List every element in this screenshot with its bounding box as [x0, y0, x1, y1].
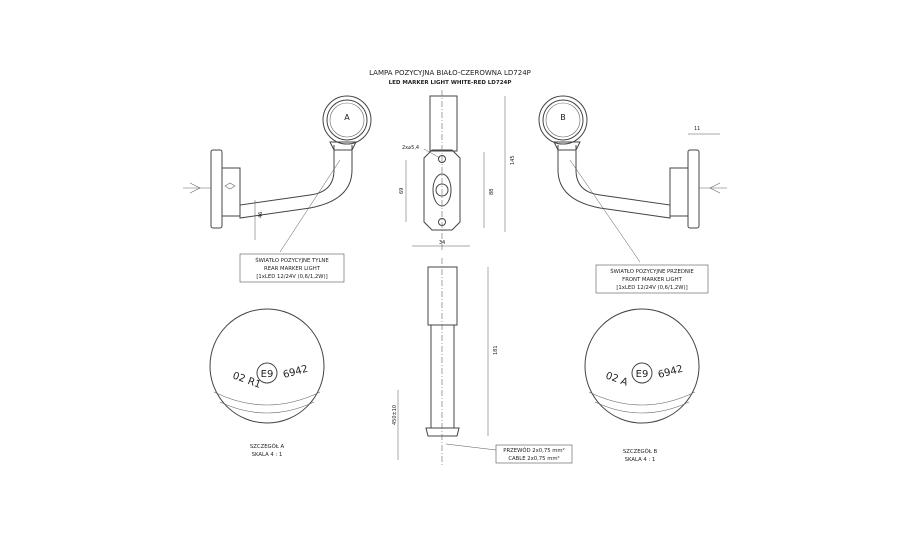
- detail-a-mark-3: 6942: [282, 364, 309, 381]
- rear-label-en: REAR MARKER LIGHT: [264, 266, 321, 272]
- detail-b-scale: SKALA 4 : 1: [625, 457, 656, 463]
- detail-b-mark-1: 02 A: [604, 370, 629, 388]
- dim-69: 69: [399, 188, 405, 194]
- detail-b-title: SZCZEGÓŁ B: [623, 448, 658, 455]
- title-pl: LAMPA POZYCYJNA BIAŁO-CZEROWNA LD724P: [369, 69, 531, 77]
- dim-450: 450±10: [392, 405, 398, 425]
- title-en: LED MARKER LIGHT WHITE-RED LD724P: [389, 80, 512, 86]
- detail-a-mark-2: E9: [261, 369, 274, 380]
- detail-a-scale: SKALA 4 : 1: [252, 452, 283, 458]
- arm-front-view: 181 450±10: [392, 258, 499, 465]
- rear-label-box: ŚWIATŁO POZYCYJNE TYLNE REAR MARKER LIGH…: [239, 253, 345, 283]
- dim-181: 181: [493, 345, 499, 355]
- dim-holes: 2x⌀5,4: [402, 145, 419, 151]
- front-label-box: ŚWIATŁO POZYCYJNE PRZEDNIE FRONT MARKER …: [595, 264, 709, 294]
- rear-label-pl: ŚWIATŁO POZYCYJNE TYLNE: [255, 257, 329, 264]
- detail-a-title: SZCZEGÓŁ A: [250, 443, 285, 450]
- rear-lamp-side-view: A 46: [183, 95, 372, 253]
- dim-11: 11: [694, 126, 700, 132]
- cable-label-box: PRZEWÓD 2x0,75 mm² CABLE 2x0,75 mm²: [495, 444, 573, 464]
- detail-b-mark-3: 6942: [657, 364, 684, 381]
- lamp-letter-a: A: [344, 113, 350, 122]
- lamp-letter-b: B: [560, 113, 566, 122]
- dim-34: 34: [439, 240, 445, 246]
- detail-a-view: 02 R1 E9 6942 SZCZEGÓŁ A SKALA 4 : 1: [209, 308, 325, 458]
- front-label-spec: [1xLED 12/24V (0,6/1,2W)]: [616, 285, 687, 291]
- cable-label-pl: PRZEWÓD 2x0,75 mm²: [503, 447, 564, 454]
- rear-label-spec: [1xLED 12/24V (0,6/1,2W)]: [256, 274, 327, 280]
- front-label-en: FRONT MARKER LIGHT: [622, 277, 682, 283]
- mounting-plate-view: 145 88 69 34 2x⌀5,4: [399, 90, 516, 250]
- dim-46: 46: [258, 212, 264, 218]
- dim-145: 145: [510, 155, 516, 165]
- detail-b-view: 02 A E9 6942 SZCZEGÓŁ B SKALA 4 : 1: [584, 308, 700, 463]
- cable-label-en: CABLE 2x0,75 mm²: [508, 455, 559, 462]
- dim-88: 88: [489, 189, 495, 195]
- detail-b-mark-2: E9: [636, 369, 649, 380]
- front-lamp-side-view: B 11: [538, 95, 727, 263]
- front-label-pl: ŚWIATŁO POZYCYJNE PRZEDNIE: [610, 268, 694, 275]
